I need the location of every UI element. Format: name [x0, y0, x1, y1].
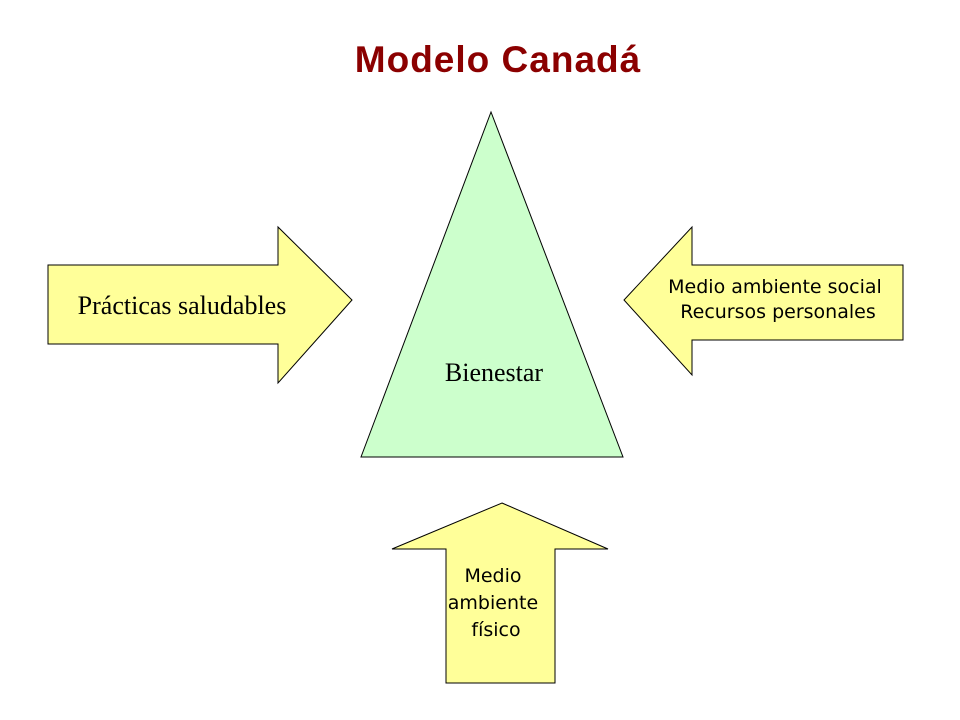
wellbeing-label: Bienestar [445, 358, 544, 387]
personal-resources-line: Recursos personales [680, 301, 875, 323]
page-title: Modelo Canadá [355, 39, 641, 80]
social-environment-line: Medio ambiente social [668, 276, 882, 298]
healthy-practices-label: Prácticas saludables [78, 291, 287, 320]
social-environment-arrow [623, 225, 904, 377]
physical-environment-arrow [391, 502, 609, 684]
physical-environment-line-1: Medio [464, 565, 521, 587]
social-environment-label: Medio ambiente social Recursos personale… [668, 276, 888, 323]
physical-environment-line-3: físico [471, 619, 520, 641]
physical-environment-line-2: ambiente [448, 592, 538, 614]
wellbeing-triangle [360, 110, 624, 458]
healthy-practices-arrow [47, 225, 353, 385]
physical-environment-label: Medio ambiente físico [448, 565, 544, 641]
